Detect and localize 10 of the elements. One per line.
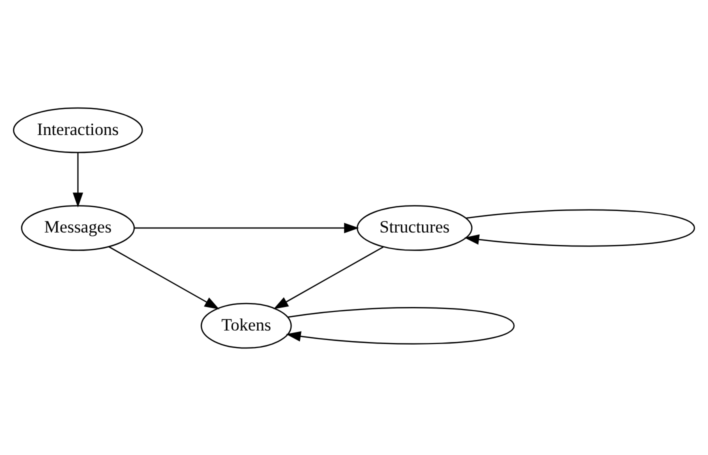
node-ellipse: Interactions [12,106,143,153]
node-ellipse: Structures [356,204,472,250]
arrow [108,246,220,309]
node-ellipse: Tokens [200,302,292,348]
arrow [273,246,384,309]
arrow [464,208,696,246]
arrow [286,306,515,344]
node-ellipse: Messages [21,204,135,250]
arrow [72,152,84,208]
arrow [134,222,359,233]
